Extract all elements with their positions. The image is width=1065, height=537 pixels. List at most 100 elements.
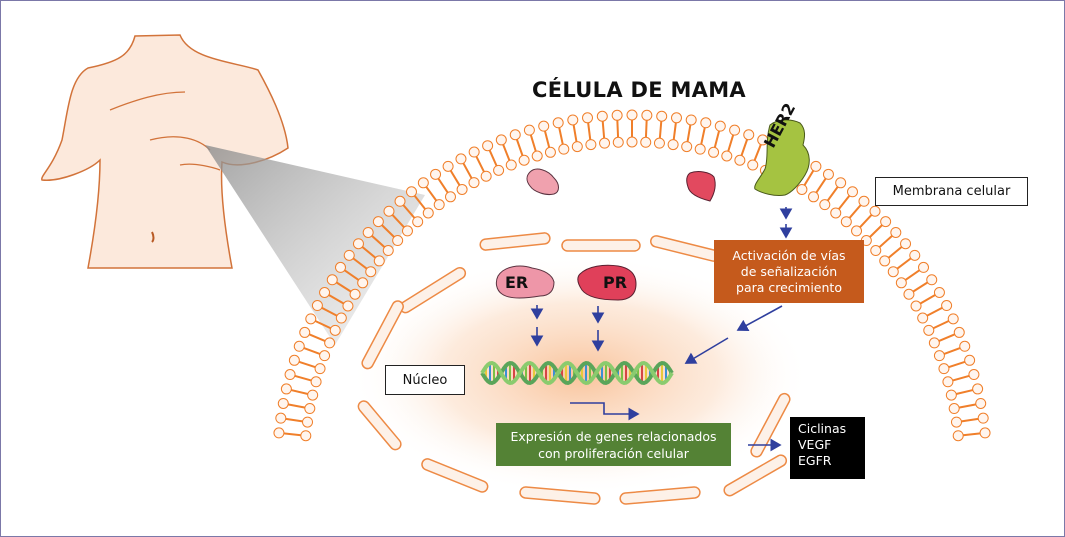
lipid-head [310, 376, 322, 388]
nuclear-envelope [357, 232, 791, 505]
lipid-head [302, 416, 314, 428]
lipid-head [468, 146, 480, 158]
lipid-head [552, 117, 564, 129]
lipid-head [468, 177, 480, 189]
signaling-line-3: para crecimiento [736, 279, 842, 295]
lipid-head [950, 416, 962, 428]
lipid-head [544, 146, 556, 158]
lipid-head [314, 363, 326, 375]
lipid-head [433, 199, 445, 211]
lipid-head [288, 354, 300, 366]
lipid-head [948, 403, 960, 415]
lipid-head [858, 195, 870, 207]
lipid-head [869, 205, 881, 217]
lipid-head [879, 255, 891, 267]
lipid-head [394, 195, 406, 207]
lipid-head [923, 324, 935, 336]
lipid-head [275, 412, 287, 424]
lipid-head [505, 159, 517, 171]
lipid-head [729, 124, 741, 136]
lipid-head [612, 136, 624, 148]
lipid-head [903, 288, 915, 300]
lipid-head [880, 216, 892, 228]
lipid-head [918, 261, 930, 273]
lipid-head [667, 139, 679, 151]
lipid-head [611, 109, 623, 121]
lipid-head [870, 245, 882, 257]
diagram-title: CÉLULA DE MAMA [532, 78, 746, 102]
her2-receptor [754, 119, 810, 196]
lipid-head [293, 340, 305, 352]
lipid-head [926, 274, 938, 286]
lipid-head [273, 427, 285, 439]
lipid-head [304, 403, 316, 415]
lipid-head [909, 249, 921, 261]
target-genes-box: Ciclinas VEGF EGFR [790, 417, 865, 479]
lipid-head [538, 120, 550, 132]
lipid-head [430, 168, 442, 180]
lipid-head [324, 337, 336, 349]
lipid-head [599, 137, 611, 149]
er-receptor [495, 265, 555, 299]
lipid-head [422, 207, 434, 219]
lipid-head [968, 369, 980, 381]
lipid-head [847, 186, 859, 198]
nucleus-label: Núcleo [385, 365, 465, 395]
lipid-head [734, 154, 746, 166]
lipid-head [455, 153, 467, 165]
magnification-cone [205, 145, 425, 345]
lipid-head [952, 430, 964, 442]
lipid-head [365, 266, 377, 278]
er-receptor-free [526, 168, 559, 195]
lipid-head [349, 288, 361, 300]
lipid-head [571, 141, 583, 153]
lipid-head [493, 164, 505, 176]
lipid-head [392, 235, 404, 247]
lipid-head [681, 141, 693, 153]
lipid-head [851, 225, 863, 237]
er-label: ER [505, 273, 529, 292]
lipid-head [383, 205, 395, 217]
signaling-pathway-box: Activación de vías de señalización para … [714, 240, 864, 303]
lipid-head [277, 397, 289, 409]
lipid-head [299, 326, 311, 338]
lipid-head [972, 383, 984, 395]
lipid-head [319, 350, 331, 362]
lipid-head [482, 140, 494, 152]
signaling-line-1: Activación de vías [732, 247, 846, 263]
lipid-head [694, 143, 706, 155]
cell-membrane [273, 109, 991, 442]
lipid-head [928, 337, 940, 349]
lipid-head [979, 427, 991, 439]
lipid-head [942, 376, 954, 388]
gene-expression-box: Expresión de genes relacionados con prol… [496, 423, 731, 466]
lipid-head [830, 207, 842, 219]
signaling-line-2: de señalización [740, 263, 838, 279]
lipid-head [582, 112, 594, 124]
lipid-head [945, 389, 957, 401]
lipid-head [808, 191, 820, 203]
lipid-head [343, 249, 355, 261]
lipid-head [900, 238, 912, 250]
lipid-head [840, 216, 852, 228]
lipid-head [495, 134, 507, 146]
lipid-head [518, 154, 530, 166]
lipid-head [362, 226, 374, 238]
dna-strand [480, 360, 674, 386]
membrane-label: Membrana celular [875, 177, 1028, 206]
lipid-head [964, 354, 976, 366]
lipid-head [933, 350, 945, 362]
lipid-head [895, 277, 907, 289]
lipid-head [941, 300, 953, 312]
lipid-head [656, 110, 668, 122]
target-gene-3: EGFR [798, 453, 832, 468]
lipid-head [558, 143, 570, 155]
lipid-head [280, 383, 292, 395]
lipid-head [700, 117, 712, 129]
gene-expression-line-2: con proliferación celular [538, 445, 689, 461]
lipid-head [307, 389, 319, 401]
lipid-head [626, 136, 638, 148]
lipid-head [596, 110, 608, 122]
lipid-head [357, 277, 369, 289]
lipid-head [819, 199, 831, 211]
